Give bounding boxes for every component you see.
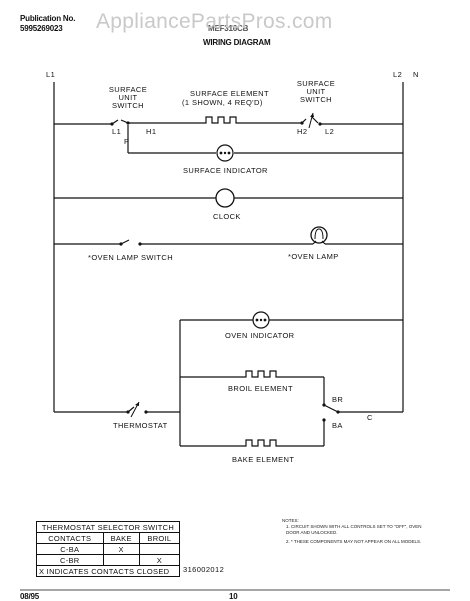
table-cell bbox=[102, 554, 140, 566]
table-header: CONTACTS bbox=[36, 532, 104, 544]
model-number: MEF316CB bbox=[208, 24, 249, 33]
ba-terminal-label: BA bbox=[332, 421, 343, 430]
date-label: 08/95 bbox=[20, 592, 40, 601]
bake-element-label: BAKE ELEMENT bbox=[232, 455, 295, 464]
part-number: 316002012 bbox=[183, 565, 225, 574]
surface-unit-switch-left-label: SURFACE UNIT SWITCH bbox=[108, 85, 148, 110]
terminal-l1-label: L1 bbox=[112, 127, 122, 136]
table-cell: X bbox=[102, 543, 140, 555]
terminal-l2-label: L2 bbox=[325, 127, 335, 136]
terminal-p-label: P bbox=[124, 137, 130, 146]
note-1: 1. CIRCUIT SHOWN WITH ALL CONTROLS SET T… bbox=[286, 524, 422, 535]
note-2: 2. * THESE COMPONENTS MAY NOT APPEAR ON … bbox=[286, 539, 422, 544]
table-cell: C-BA bbox=[36, 543, 104, 555]
page-number: 10 bbox=[229, 592, 238, 601]
notes-title: NOTES: bbox=[282, 518, 299, 523]
publication-label: Publication No. bbox=[20, 14, 76, 23]
table-row: C-BA X bbox=[36, 543, 181, 555]
neutral-label: N bbox=[413, 70, 419, 79]
selector-switch-table: THERMOSTAT SELECTOR SWITCH CONTACTS BAKE… bbox=[36, 521, 181, 577]
table-row: C-BR X bbox=[36, 554, 181, 566]
l1-label: L1 bbox=[46, 70, 56, 79]
publication-number: 5995269023 bbox=[20, 24, 63, 33]
table-cell: C-BR bbox=[36, 554, 104, 566]
broil-element-label: BROIL ELEMENT bbox=[228, 384, 293, 393]
selector-table-title: THERMOSTAT SELECTOR SWITCH bbox=[36, 521, 180, 533]
clock-label: CLOCK bbox=[213, 212, 241, 221]
watermark: AppliancePartsPros.com bbox=[96, 10, 333, 33]
surface-element-label: SURFACE ELEMENT bbox=[190, 89, 269, 98]
diagram-title: WIRING DIAGRAM bbox=[203, 38, 271, 47]
table-header: BROIL bbox=[138, 532, 181, 544]
surface-unit-switch-right-label: SURFACE UNIT SWITCH bbox=[296, 79, 336, 104]
surface-indicator-label: SURFACE INDICATOR bbox=[183, 166, 268, 175]
c-terminal-label: C bbox=[367, 413, 373, 422]
oven-lamp-switch-label: *OVEN LAMP SWITCH bbox=[88, 253, 174, 262]
terminal-h1-label: H1 bbox=[146, 127, 157, 136]
selector-table-footer: X INDICATES CONTACTS CLOSED bbox=[36, 565, 180, 577]
thermostat-label: THERMOSTAT bbox=[113, 421, 168, 430]
br-terminal-label: BR bbox=[332, 395, 344, 404]
terminal-h2-label: H2 bbox=[297, 127, 308, 136]
table-cell bbox=[138, 543, 181, 555]
table-header: BAKE bbox=[102, 532, 140, 544]
table-cell: X bbox=[138, 554, 181, 566]
l2-label: L2 bbox=[393, 70, 403, 79]
table-header-row: CONTACTS BAKE BROIL bbox=[36, 532, 181, 544]
oven-indicator-label: OVEN INDICATOR bbox=[225, 331, 295, 340]
oven-lamp-label: *OVEN LAMP bbox=[288, 252, 339, 261]
surface-element-note: (1 SHOWN, 4 REQ'D) bbox=[182, 98, 263, 107]
